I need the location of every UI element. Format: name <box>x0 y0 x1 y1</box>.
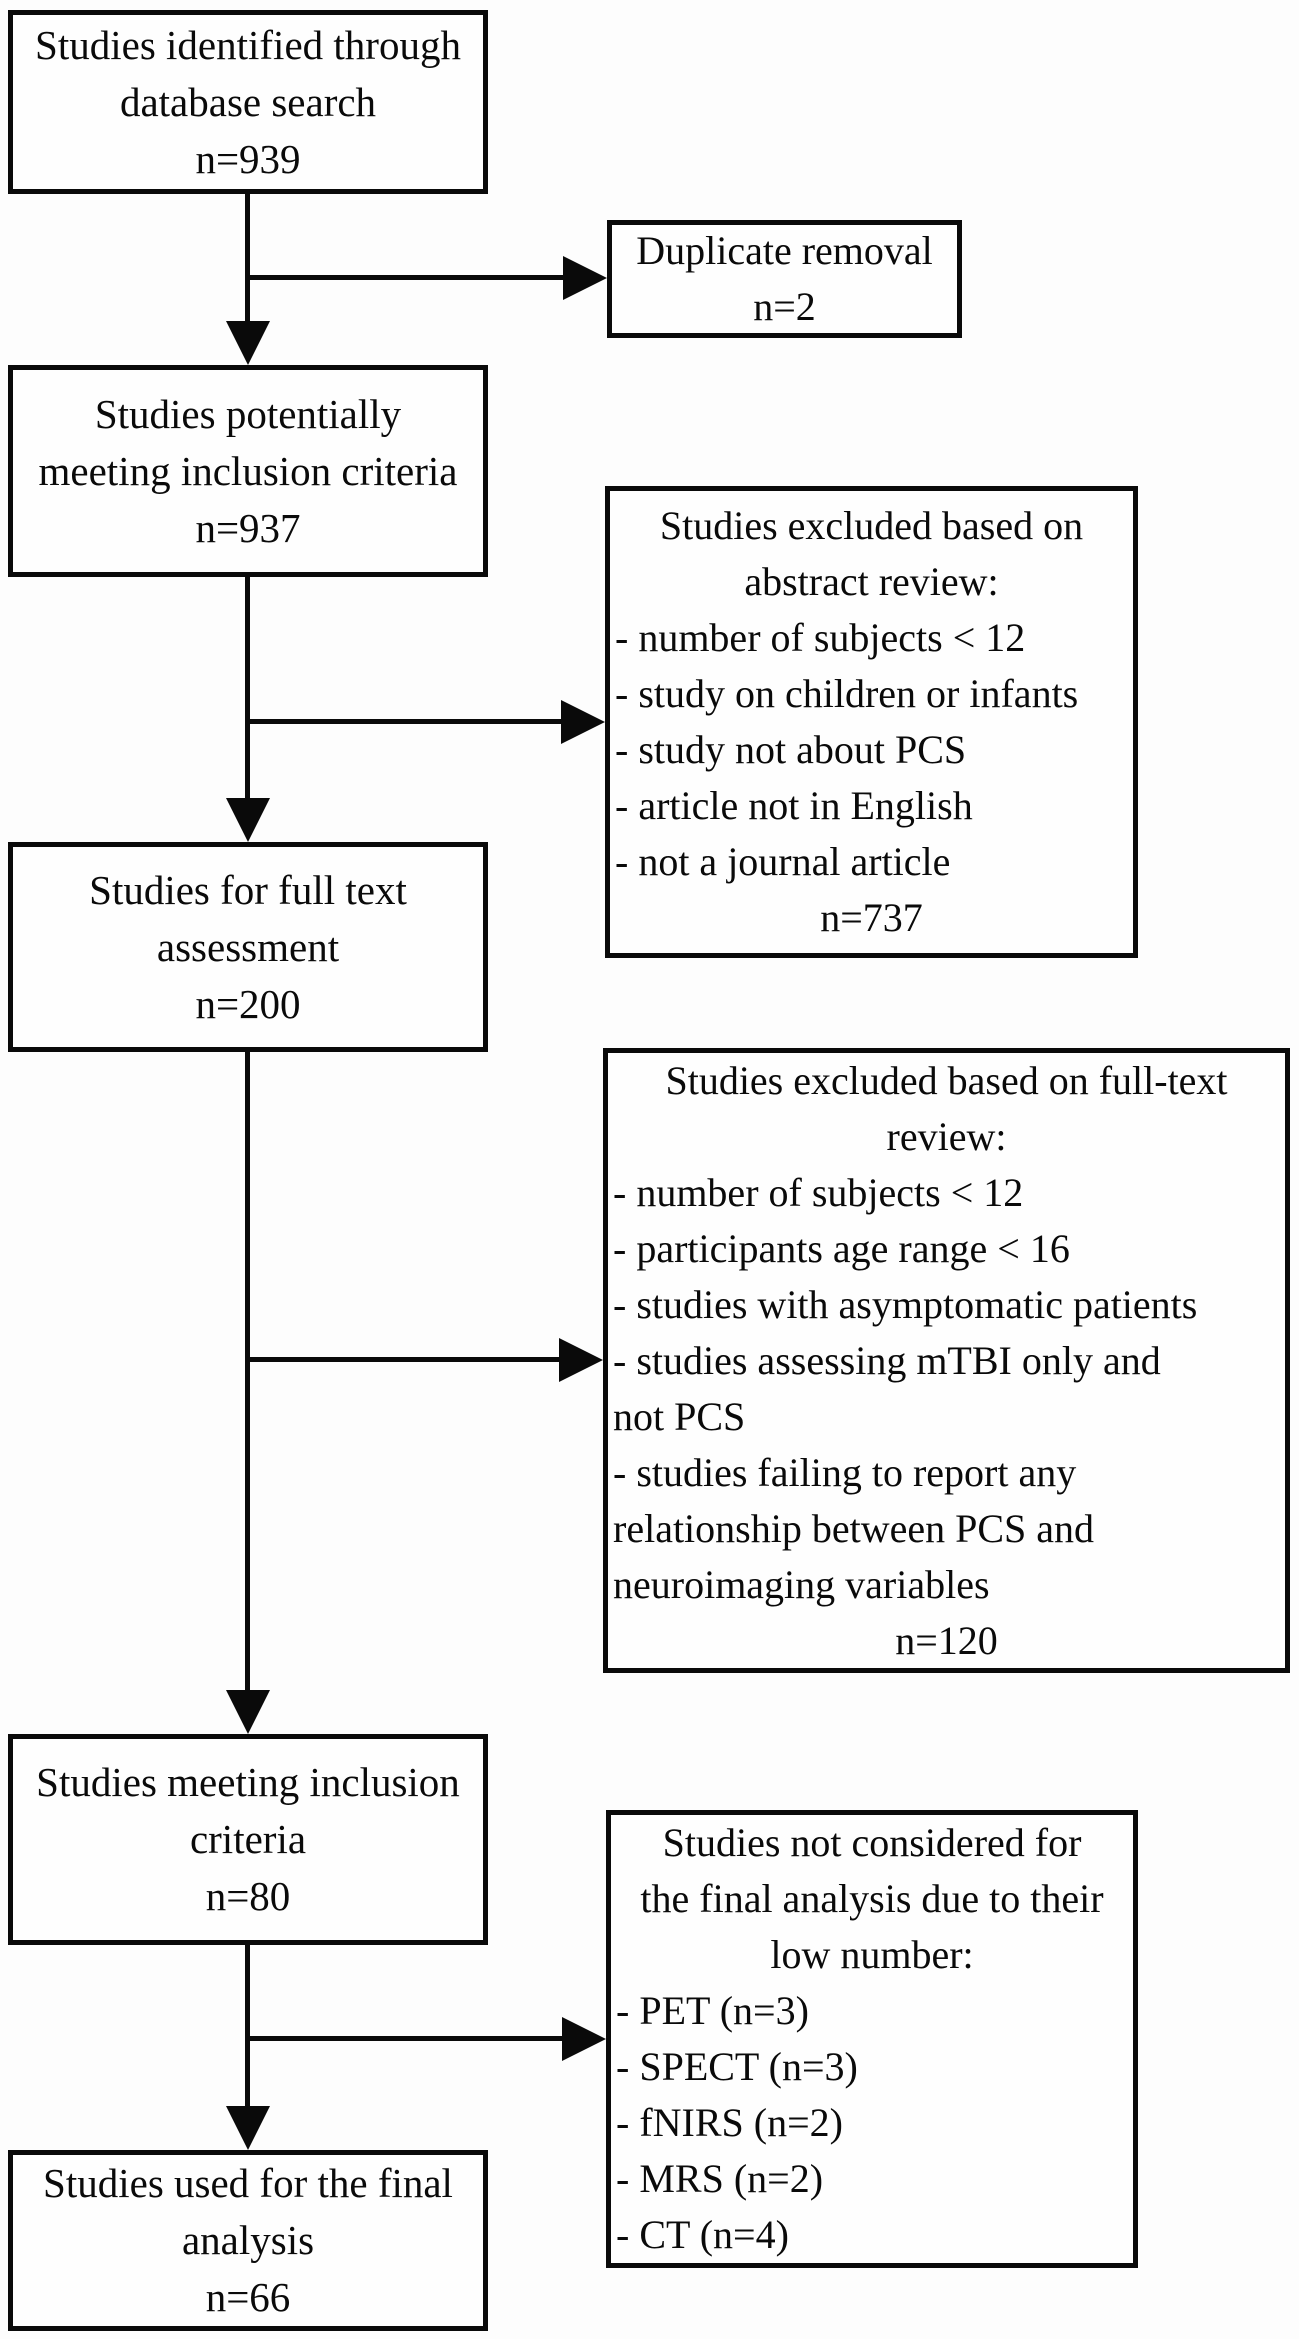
box-line: - CT (n=4) <box>616 2212 789 2257</box>
box-duplicate-removal: Duplicate removal n=2 <box>607 220 962 338</box>
box-line: Studies excluded based on full-text <box>665 1057 1228 1103</box>
connector-to-abstract-excluded <box>248 719 563 724</box>
box-line: the final analysis due to their <box>640 1876 1104 1921</box>
connector-fulltext-to-meeting <box>245 1052 250 1692</box>
arrowhead-right-icon <box>561 700 605 744</box>
box-line: n=737 <box>820 895 923 940</box>
box-line: - number of subjects < 12 <box>615 615 1026 660</box>
box-line: Studies meeting inclusion <box>36 1759 460 1805</box>
box-line: - MRS (n=2) <box>616 2156 824 2201</box>
connector-potential-to-fulltext <box>245 577 250 800</box>
box-line: n=937 <box>195 504 301 551</box>
box-line: n=2 <box>753 284 816 329</box>
box-line: - studies failing to report any <box>613 1449 1077 1495</box>
arrowhead-down-icon <box>226 1690 270 1734</box>
connector-to-fulltext-excluded <box>248 1357 561 1362</box>
box-excluded-fulltext-review: Studies excluded based on full-text revi… <box>603 1048 1290 1673</box>
box-line: - study not about PCS <box>615 727 967 772</box>
box-line: meeting inclusion criteria <box>38 447 458 494</box>
box-line: - PET (n=3) <box>616 1988 809 2033</box>
box-line: n=939 <box>195 135 301 182</box>
box-line: analysis <box>181 2217 315 2263</box>
box-line: database search <box>119 78 377 125</box>
box-line: assessment <box>156 923 340 970</box>
arrowhead-down-icon <box>226 798 270 842</box>
connector-identified-to-potential <box>245 193 250 323</box>
box-line: - article not in English <box>615 783 973 828</box>
box-excluded-abstract-review: Studies excluded based on abstract revie… <box>605 486 1138 958</box>
arrowhead-down-icon <box>226 2106 270 2150</box>
arrowhead-right-icon <box>562 2017 606 2061</box>
box-line: neuroimaging variables <box>613 1561 990 1607</box>
box-line: Studies used for the final <box>43 2160 453 2206</box>
box-line: n=66 <box>205 2274 291 2320</box>
box-line: n=80 <box>205 1873 291 1919</box>
connector-to-duplicate <box>248 275 565 280</box>
box-studies-meeting-criteria: Studies meeting inclusion criteria n=80 <box>8 1734 488 1945</box>
box-line: review: <box>886 1113 1007 1159</box>
box-line: - study on children or infants <box>615 671 1079 716</box>
box-line: low number: <box>770 1932 974 1977</box>
box-line: - studies with asymptomatic patients <box>613 1281 1198 1327</box>
arrowhead-right-icon <box>559 1338 603 1382</box>
arrowhead-down-icon <box>226 321 270 365</box>
box-line: - not a journal article <box>615 839 951 884</box>
box-studies-fulltext-assessment: Studies for full text assessment n=200 <box>8 842 488 1052</box>
box-line: Studies for full text <box>89 866 407 913</box>
box-studies-final-analysis: Studies used for the final analysis n=66 <box>8 2150 488 2331</box>
box-line: Studies potentially <box>94 390 402 437</box>
box-line: Duplicate removal <box>636 228 933 273</box>
box-line: - number of subjects < 12 <box>613 1169 1024 1215</box>
box-studies-identified: Studies identified through database sear… <box>8 10 488 194</box>
box-line: not PCS <box>613 1393 746 1439</box>
box-line: - studies assessing mTBI only and <box>613 1337 1161 1383</box>
box-line: Studies identified through <box>35 21 461 68</box>
arrowhead-right-icon <box>563 256 607 300</box>
box-line: abstract review: <box>744 559 999 604</box>
box-line: n=200 <box>195 980 301 1027</box>
box-line: relationship between PCS and <box>613 1505 1095 1551</box>
box-not-considered-final-analysis: Studies not considered for the final ana… <box>606 1810 1138 2268</box>
box-line: criteria <box>189 1816 307 1862</box>
box-line: - participants age range < 16 <box>613 1225 1070 1271</box>
connector-meeting-to-final <box>245 1945 250 2108</box>
box-studies-potential: Studies potentially meeting inclusion cr… <box>8 365 488 577</box>
box-line: Studies not considered for <box>662 1820 1082 1865</box>
box-line: n=120 <box>895 1617 998 1663</box>
box-line: Studies excluded based on <box>659 503 1084 548</box>
box-line: - fNIRS (n=2) <box>616 2100 843 2145</box>
box-line: - SPECT (n=3) <box>616 2044 858 2089</box>
connector-to-not-considered <box>248 2036 564 2041</box>
